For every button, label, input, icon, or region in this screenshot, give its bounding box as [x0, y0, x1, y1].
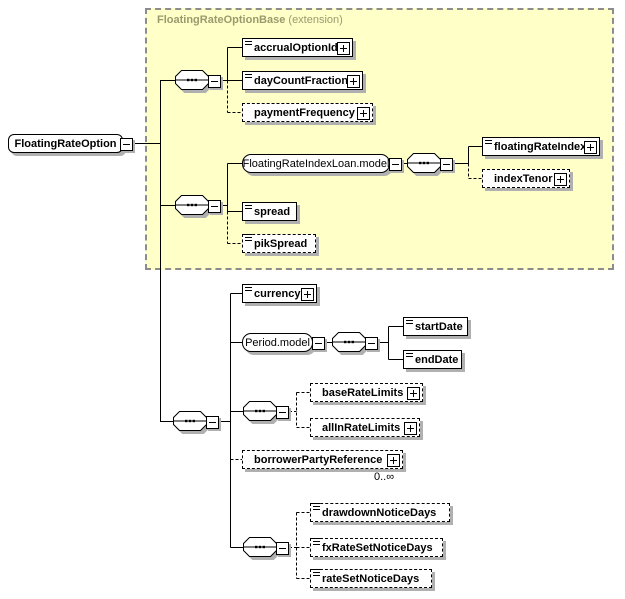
collapse-icon[interactable] — [208, 200, 221, 213]
expand-icon[interactable] — [347, 74, 360, 88]
expand-icon[interactable] — [357, 106, 370, 120]
element-payment-frequency[interactable]: paymentFrequency — [242, 103, 373, 122]
element-borrower-party-reference[interactable]: borrowerPartyReference — [242, 450, 403, 469]
expand-icon[interactable] — [404, 421, 417, 435]
element-index-tenor[interactable]: indexTenor — [482, 169, 570, 188]
element-fx-rate-set-notice-days[interactable]: fxRateSetNoticeDays — [310, 538, 443, 557]
element-label: indexTenor — [494, 172, 553, 185]
element-accrual-option-id[interactable]: accrualOptionId — [242, 38, 353, 57]
element-label: paymentFrequency — [254, 106, 355, 119]
element-label: currency — [254, 287, 301, 300]
element-label: endDate — [415, 353, 459, 366]
element-day-count-fraction[interactable]: dayCountFraction — [242, 71, 363, 90]
attributes-indicator-icon — [485, 137, 492, 145]
expand-icon[interactable] — [584, 140, 597, 154]
element-label: dayCountFraction — [254, 74, 349, 87]
expand-icon[interactable] — [407, 386, 420, 400]
expand-icon[interactable] — [337, 41, 350, 55]
collapse-icon[interactable] — [120, 138, 133, 151]
sequence-compositor — [243, 401, 281, 425]
element-all-in-rate-limits[interactable]: allInRateLimits — [310, 418, 420, 437]
model-group-label: Period.model — [245, 336, 310, 349]
collapse-icon[interactable] — [389, 158, 402, 171]
element-start-date[interactable]: startDate — [403, 317, 468, 336]
sequence-compositor — [175, 195, 213, 219]
element-pik-spread[interactable]: pikSpread — [242, 234, 316, 253]
sequence-compositor — [175, 70, 213, 94]
collapse-icon[interactable] — [312, 337, 325, 350]
attributes-indicator-icon — [406, 317, 413, 325]
sequence-compositor — [332, 332, 370, 356]
collapse-icon[interactable] — [276, 406, 289, 419]
expand-icon[interactable] — [387, 453, 400, 467]
model-group-period[interactable]: Period.model — [242, 333, 313, 352]
sequence-compositor — [173, 411, 211, 435]
sequence-compositor — [407, 153, 445, 177]
element-floating-rate-option[interactable]: FloatingRateOption — [8, 134, 123, 153]
collapse-icon[interactable] — [206, 416, 219, 429]
attributes-indicator-icon — [406, 350, 413, 358]
element-label: accrualOptionId — [254, 41, 338, 54]
attributes-indicator-icon — [245, 71, 252, 79]
collapse-icon[interactable] — [208, 75, 221, 88]
element-drawdown-notice-days[interactable]: drawdownNoticeDays — [310, 503, 450, 522]
element-rate-set-notice-days[interactable]: rateSetNoticeDays — [310, 569, 432, 588]
collapse-icon[interactable] — [276, 542, 289, 555]
element-label: allInRateLimits — [322, 421, 401, 434]
element-label: pikSpread — [254, 237, 308, 250]
attributes-indicator-icon — [245, 202, 252, 210]
element-label: FloatingRateOption — [14, 137, 117, 150]
element-end-date[interactable]: endDate — [403, 350, 462, 369]
collapse-icon[interactable] — [365, 337, 378, 350]
element-label: borrowerPartyReference — [254, 453, 383, 466]
element-label: fxRateSetNoticeDays — [322, 541, 433, 554]
attributes-indicator-icon — [245, 234, 252, 242]
expand-icon[interactable] — [554, 172, 567, 186]
element-label: drawdownNoticeDays — [322, 506, 437, 519]
element-label: baseRateLimits — [322, 386, 404, 399]
element-label: spread — [254, 205, 291, 218]
collapse-icon[interactable] — [440, 158, 453, 171]
element-floating-rate-index[interactable]: floatingRateIndex — [482, 137, 600, 156]
attributes-indicator-icon — [245, 38, 252, 46]
occurrence-label: 0..∞ — [374, 471, 395, 483]
element-label: rateSetNoticeDays — [322, 572, 420, 585]
expand-icon[interactable] — [301, 287, 314, 301]
element-currency[interactable]: currency — [242, 284, 317, 303]
attributes-indicator-icon — [313, 569, 320, 577]
element-spread[interactable]: spread — [242, 202, 297, 221]
element-label: startDate — [415, 320, 463, 333]
extension-qualifier: (extension) — [288, 14, 343, 26]
element-base-rate-limits[interactable]: baseRateLimits — [310, 383, 423, 402]
attributes-indicator-icon — [245, 284, 252, 292]
attributes-indicator-icon — [313, 538, 320, 546]
base-type-name: FloatingRateOptionBase — [157, 14, 286, 26]
extension-title: FloatingRateOptionBase (extension) — [157, 14, 343, 26]
sequence-compositor — [243, 537, 281, 561]
model-group-label: FloatingRateIndexLoan.model — [242, 157, 390, 170]
attributes-indicator-icon — [313, 503, 320, 511]
model-group-floating-rate-index-loan[interactable]: FloatingRateIndexLoan.model — [242, 154, 390, 173]
element-label: floatingRateIndex — [494, 140, 587, 153]
